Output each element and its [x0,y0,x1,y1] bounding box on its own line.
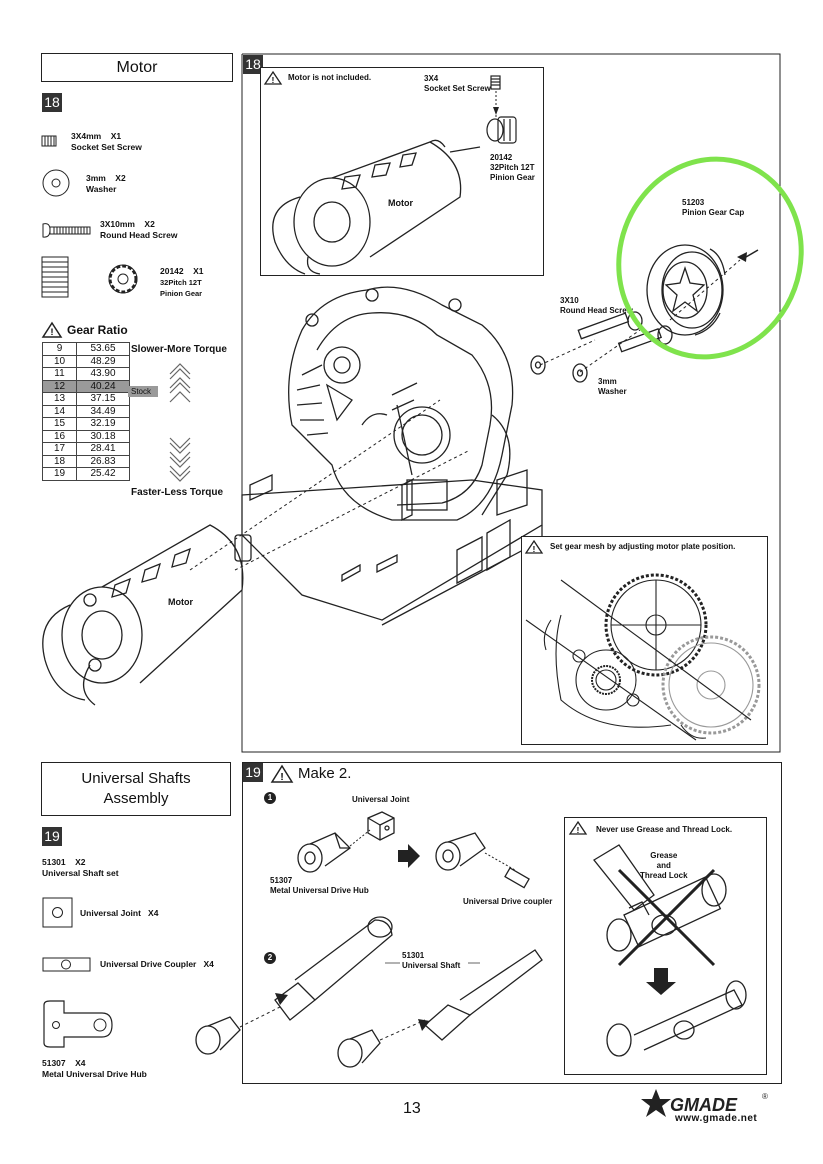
pinion-gear-front-icon [108,264,138,294]
warning-icon: ! [270,764,294,783]
svg-text:!: ! [272,76,275,85]
part-set-screw: 3X4mm X1 Socket Set Screw [71,131,142,152]
gmade-logo: GMADE ® [641,1089,768,1117]
warning-icon: ! [524,539,544,554]
registered-mark: ® [762,1092,768,1101]
motor-section-title: Motor [41,53,233,82]
part-universal-shaft-set: 51301 X2 Universal Shaft set [42,857,119,878]
part-washer: 3mm X2 Washer [86,173,126,194]
stock-label: Stock [128,386,158,397]
step-19-badge: 19 [243,763,263,782]
gear-mesh-drawing [525,573,761,741]
part-universal-joint: Universal Joint X4 [80,908,159,918]
part-drive-coupler: Universal Drive Coupler X4 [100,959,214,969]
part-drive-hub: 51307 X4 Metal Universal Drive Hub [42,1058,147,1079]
warning-icon: ! [41,321,63,338]
svg-text:!: ! [51,327,54,337]
motor-label-top: Motor [388,198,413,208]
drive-hub-icon [43,1000,113,1048]
svg-text:!: ! [280,772,283,783]
motor-bottom-drawing [42,524,252,706]
gear-ratio-title: Gear Ratio [67,323,128,337]
part-round-head-screw: 3X10mm X2 Round Head Screw [100,219,178,240]
universal-joint-icon [42,897,73,928]
motor-not-included-note: Motor is not included. [288,73,372,82]
pinion-gear-cap-drawing [646,244,759,336]
set-screw-icon [41,135,57,147]
svg-text:!: ! [577,826,580,835]
warning-icon: ! [263,70,283,85]
faster-less-torque-label: Faster-Less Torque [131,487,224,498]
gear-mesh-note: Set gear mesh by adjusting motor plate p… [550,542,736,551]
substep-2-badge: 2 [264,952,276,964]
page-number: 13 [403,1100,421,1117]
step2-drawing [195,916,543,1068]
part-pinion-gear: 20142 X1 32Pitch 12T Pinion Gear [160,266,204,298]
step-18-badge-left: 18 [42,93,62,112]
round-head-screw-icon [42,223,91,238]
substep-1-badge: 1 [264,792,276,804]
brand-url: www.gmade.net [675,1113,758,1124]
step-18-badge: 18 [243,55,263,74]
gearbox-drawing [241,286,543,626]
drive-coupler-icon [42,957,91,972]
step1-drawing [297,811,530,889]
highlight-circle [616,156,804,360]
brand-text: GMADE [670,1095,738,1115]
grease-warning-text: Never use Grease and Thread Lock. [596,825,733,834]
svg-text:!: ! [533,545,536,554]
step-19-badge-left: 19 [42,827,62,846]
coupler-label: Universal Drive coupler [463,897,553,906]
washer-icon [42,169,70,197]
up-chevrons-icon [169,363,191,403]
motor-top-drawing [272,75,517,275]
pinion-gear-side-icon [41,256,69,298]
grease-warning-box [564,817,767,1075]
grease-drawing [593,844,747,1057]
motor-label-bottom: Motor [168,597,193,607]
washer-screw-drawing [530,311,673,383]
slower-more-torque-label: Slower-More Torque [131,344,227,355]
down-chevrons-icon [169,437,191,482]
motor-inset-box [260,67,544,276]
warning-icon: ! [568,820,588,835]
make-two-label: Make 2. [298,765,352,782]
universal-joint-label: Universal Joint [352,795,410,804]
